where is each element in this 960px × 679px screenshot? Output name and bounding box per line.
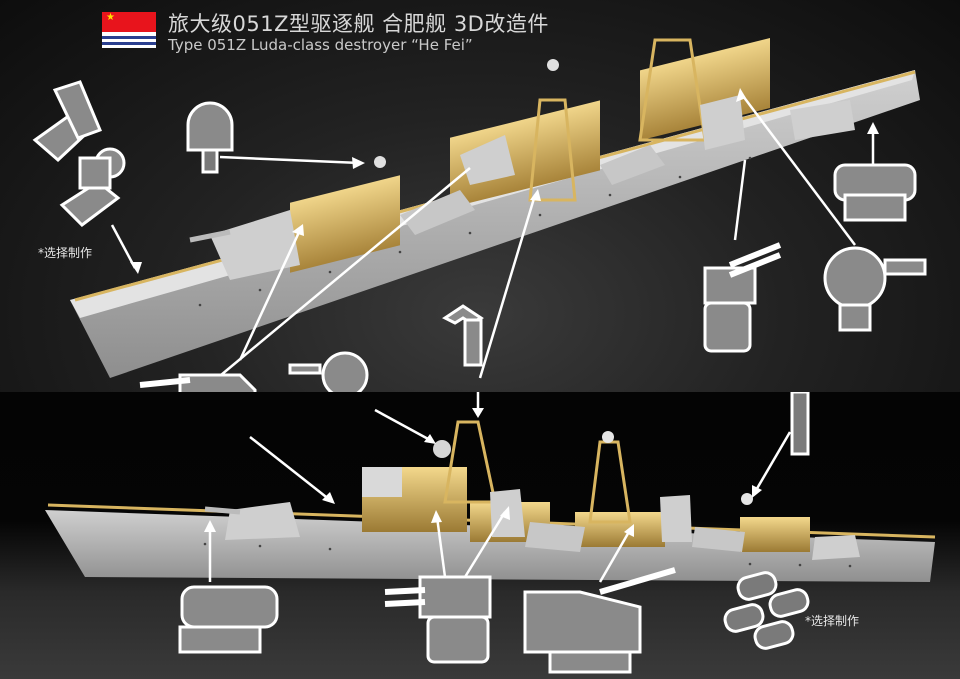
liferaft-canisters-part [723,571,810,650]
radar-fork-part [442,304,484,367]
twin-gun-turret-part [139,373,257,392]
twin-aa-gun-part-bottom [384,575,492,664]
top-photo-panel [0,0,960,392]
title-chinese: 旅大级051Z型驱逐舰 合肥舰 3D改造件 [168,12,549,36]
fire-control-director-part-2 [823,246,927,332]
radome-mast-part-bottom [790,392,810,456]
twin-aa-gun-part [703,242,782,353]
asw-launcher-part-bottom [178,585,279,654]
main-gun-turret-part-bottom [523,567,676,674]
bottom-callouts [178,392,810,674]
navy-flag-icon: ★ [102,12,156,48]
title-english: Type 051Z Luda-class destroyer “He Fei” [168,36,473,54]
optional-note-top: *选择制作 [38,246,93,260]
asw-launcher-part [833,163,917,222]
rocket-launcher-part [32,80,126,227]
top-ship-photo [70,38,920,378]
top-callouts [32,80,927,392]
optional-note-bottom: *选择制作 [805,614,860,628]
fire-control-director-part [288,351,369,392]
bottom-photo-panel [0,392,960,679]
radome-mast-part [186,101,234,174]
bottom-ship-photo [45,420,936,582]
